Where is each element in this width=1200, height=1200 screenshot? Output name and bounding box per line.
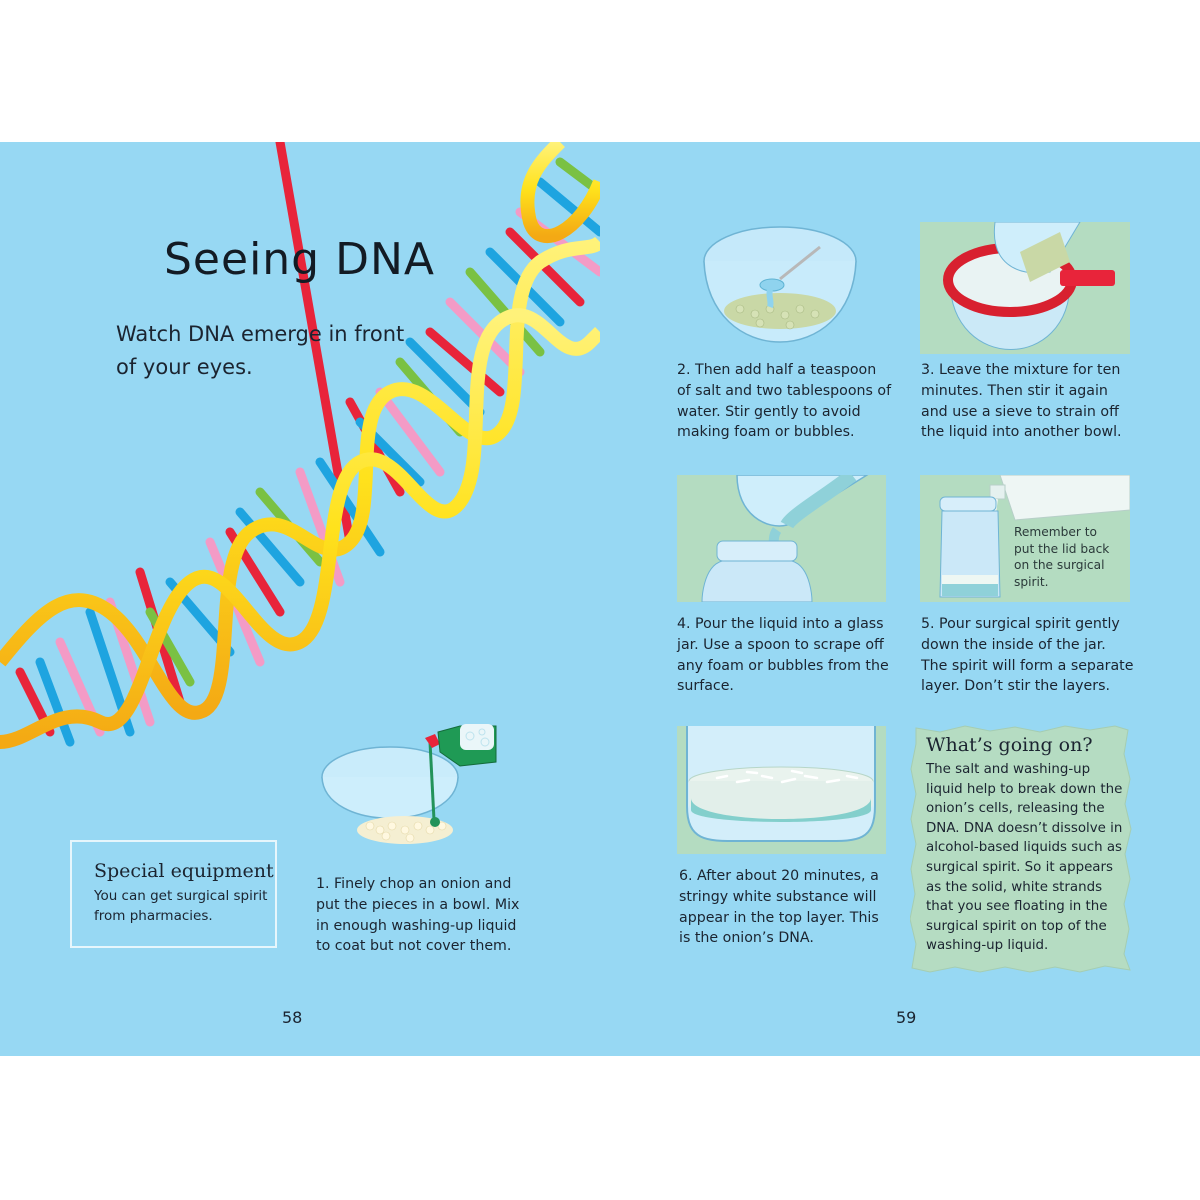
- step-5-text: 5. Pour surgical spirit gently down the …: [921, 616, 1134, 695]
- page-number-left: 58: [282, 1008, 303, 1027]
- whats-going-on-heading: What’s going on?: [926, 734, 1093, 756]
- pour-spirit-illustration-panel: [920, 475, 1130, 602]
- sieve-over-bowl-illustration: [943, 222, 1115, 350]
- special-equipment-heading: Special equipment: [94, 860, 274, 882]
- book-spread: Seeing DNA Watch DNA emerge in front of …: [0, 142, 1200, 1056]
- page-title: Seeing DNA: [164, 234, 435, 285]
- step-1-text: 1. Finely chop an onion and put the piec…: [316, 876, 520, 955]
- page-subtitle: Watch DNA emerge in front of your eyes.: [116, 322, 405, 379]
- dna-helix-illustration: [0, 142, 600, 749]
- special-equipment-text: You can get surgical spirit from pharmac…: [94, 888, 268, 924]
- sieve-illustration-panel: [920, 222, 1130, 354]
- bowl-with-spoon-illustration: [703, 226, 857, 343]
- bowl-with-washing-up-liquid-illustration: [321, 724, 497, 844]
- torn-paper-background: [910, 725, 1132, 973]
- step-6-text: 6. After about 20 minutes, a stringy whi…: [679, 868, 879, 947]
- left-page: Seeing DNA Watch DNA emerge in front of …: [0, 142, 600, 1056]
- jar-with-dna-layer-illustration: [686, 726, 876, 842]
- special-equipment-box: Special equipment You can get surgical s…: [70, 840, 277, 948]
- whats-going-on-text: The salt and washing-up liquid help to b…: [926, 762, 1123, 954]
- right-page: 2. Then add half a teaspoon of salt and …: [600, 142, 1200, 1056]
- step-5-note: Remember to put the lid back on the surg…: [1014, 525, 1110, 589]
- dna-jar-illustration-panel: [677, 726, 886, 854]
- step-2-text: 2. Then add half a teaspoon of salt and …: [677, 362, 892, 441]
- pouring-into-jar-illustration: [701, 475, 869, 602]
- pouring-spirit-into-jar-illustration: [939, 475, 1130, 598]
- pour-into-jar-illustration-panel: [677, 475, 886, 602]
- page-number-right: 59: [896, 1008, 917, 1027]
- whats-going-on-box: What’s going on? The salt and washing-up…: [926, 734, 1131, 956]
- step-3-text: 3. Leave the mixture for ten minutes. Th…: [921, 362, 1122, 441]
- step-4-text: 4. Pour the liquid into a glass jar. Use…: [677, 616, 889, 695]
